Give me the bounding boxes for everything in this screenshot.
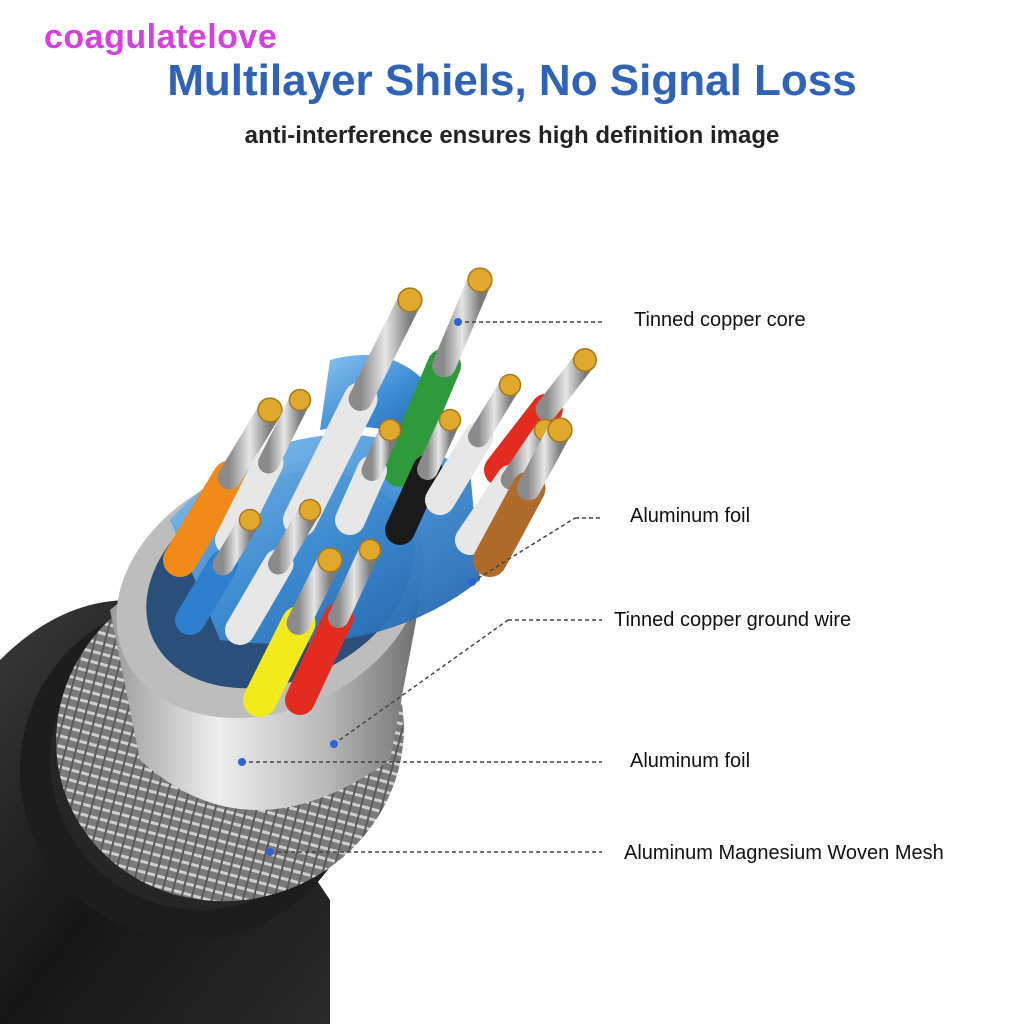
copper-core-tip [258, 398, 282, 422]
leader-dot-foil-1 [468, 578, 476, 586]
copper-core-tip [468, 268, 492, 292]
callout-tinned-copper-ground-wire: Tinned copper ground wire [614, 609, 851, 632]
callout-tinned-copper-core: Tinned copper core [634, 309, 806, 332]
copper-core-tip [318, 548, 342, 572]
callout-aluminum-foil-outer: Aluminum foil [630, 750, 750, 773]
copper-core-tip [440, 410, 461, 431]
copper-core-tip [290, 390, 311, 411]
copper-core-tip [574, 349, 596, 371]
leader-dot-mesh [266, 848, 274, 856]
leader-dot-ground [330, 740, 338, 748]
copper-core-tip [500, 375, 521, 396]
copper-core-tip [300, 500, 321, 521]
copper-core-tip [548, 418, 572, 442]
leader-dot-foil-2 [238, 758, 246, 766]
copper-core-tip [398, 288, 422, 312]
leader-dot-core [454, 318, 462, 326]
copper-core-tip [360, 540, 381, 561]
copper-core-tip [240, 510, 261, 531]
callout-aluminum-foil-inner: Aluminum foil [630, 505, 750, 528]
callout-woven-mesh: Aluminum Magnesium Woven Mesh [624, 842, 944, 865]
copper-core-tip [380, 420, 401, 441]
